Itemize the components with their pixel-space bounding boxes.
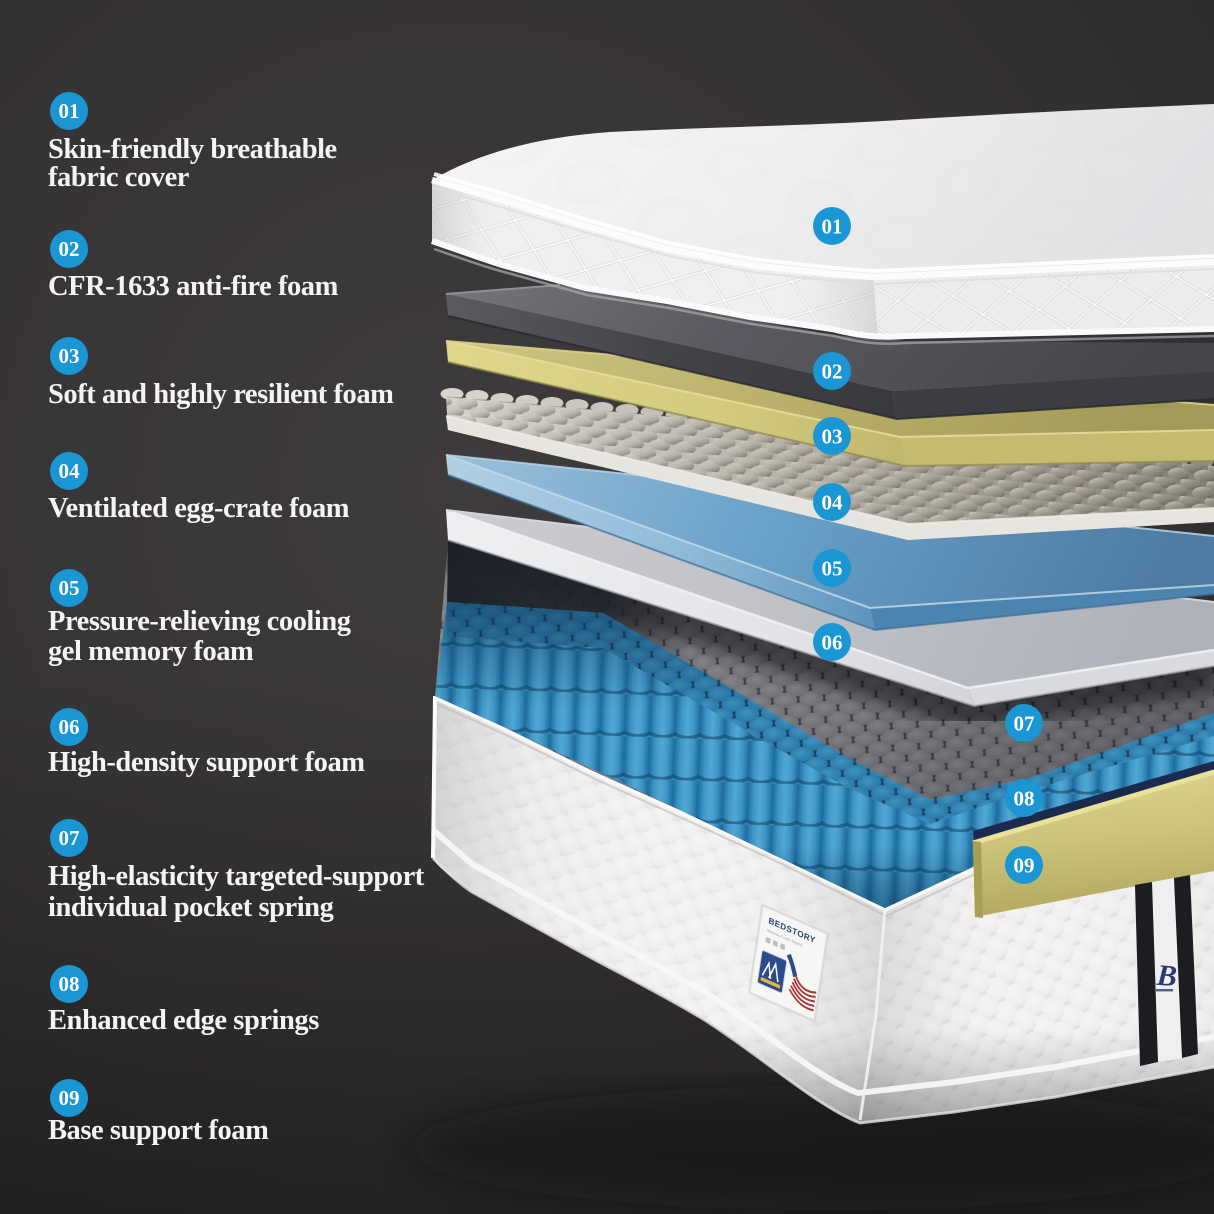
svg-text:09: 09 — [1014, 854, 1035, 878]
svg-text:06: 06 — [822, 631, 843, 655]
svg-text:05: 05 — [822, 557, 843, 581]
svg-text:B: B — [1155, 959, 1178, 993]
svg-text:08: 08 — [1014, 787, 1035, 811]
svg-text:03: 03 — [822, 425, 843, 449]
svg-text:01: 01 — [822, 215, 843, 239]
svg-text:04: 04 — [822, 491, 844, 515]
svg-text:02: 02 — [822, 360, 843, 384]
svg-text:07: 07 — [1014, 712, 1035, 736]
